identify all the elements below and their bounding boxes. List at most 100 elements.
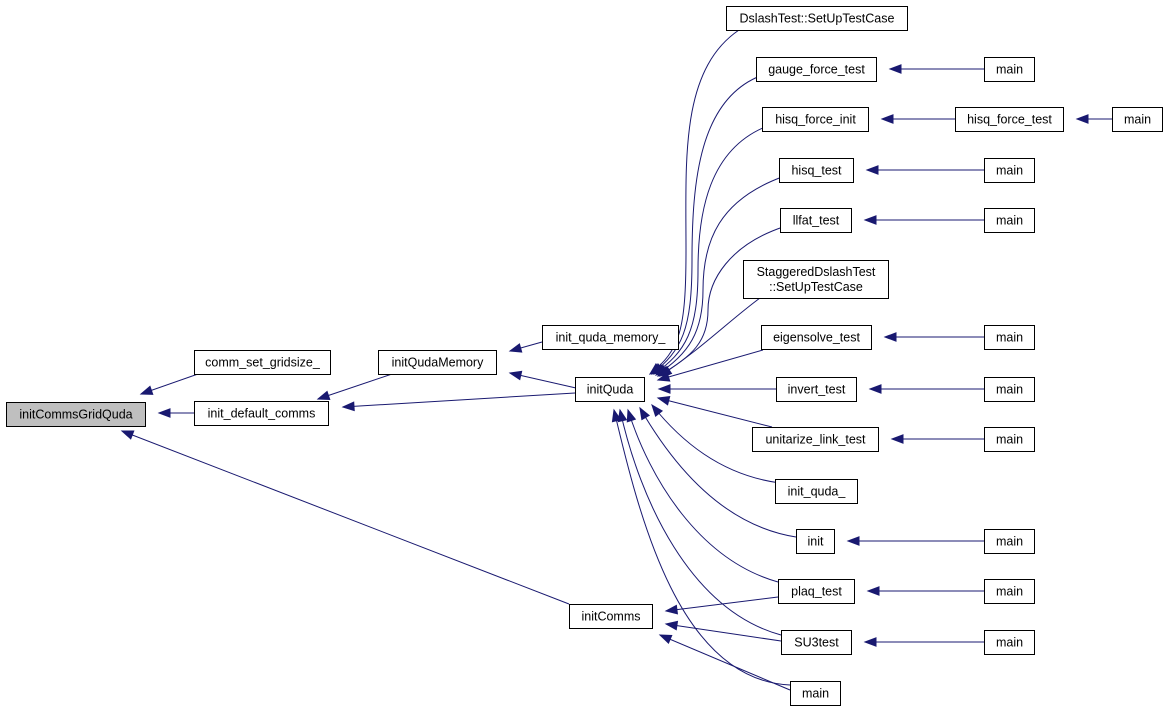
node-box[interactable] (6, 402, 146, 427)
edge-unitarize_link_test-to-initQuda (657, 397, 773, 428)
node-label: main (996, 535, 1023, 549)
node-hisq_test[interactable]: hisq_test (779, 158, 854, 183)
edge-initComms-to-initCommsGridQuda (121, 430, 570, 605)
arrowhead-initComms (664, 620, 679, 631)
node-box[interactable] (575, 377, 645, 402)
node-comm_set_gridsize_[interactable]: comm_set_gridsize_ (194, 350, 331, 375)
arrowhead-initQuda (657, 384, 671, 394)
node-box[interactable] (761, 325, 872, 350)
node-main_plaq[interactable]: main (984, 579, 1035, 604)
node-main_init[interactable]: main (984, 529, 1035, 554)
node-label: init (808, 535, 825, 549)
node-label: invert_test (788, 383, 846, 397)
node-box[interactable] (984, 158, 1035, 183)
node-gauge_force_test[interactable]: gauge_force_test (756, 57, 877, 82)
node-box[interactable] (781, 630, 852, 655)
node-label: unitarize_link_test (765, 433, 866, 447)
edge-init-to-initQuda (639, 407, 797, 538)
node-box[interactable] (984, 208, 1035, 233)
arrowhead-init_default_comms (341, 401, 355, 412)
node-box[interactable] (1112, 107, 1163, 132)
edge-hisq_force_init-to-initQuda (653, 126, 766, 375)
node-main_gauge[interactable]: main (984, 57, 1035, 82)
node-box[interactable] (726, 6, 908, 31)
node-plaq_test[interactable]: plaq_test (778, 579, 855, 604)
arrowhead-initQuda (611, 408, 622, 423)
node-box[interactable] (776, 377, 857, 402)
arrowhead-eigensolve_test (883, 332, 897, 342)
node-label: main (996, 433, 1023, 447)
node-box[interactable] (194, 350, 331, 375)
edge-initQuda-to-init_default_comms (342, 392, 576, 408)
node-box[interactable] (752, 427, 879, 452)
node-box[interactable] (984, 529, 1035, 554)
arrowhead-initQuda (639, 406, 651, 421)
node-box[interactable] (955, 107, 1064, 132)
node-main_llfat[interactable]: main (984, 208, 1035, 233)
arrowhead-gauge_force_test (888, 64, 902, 74)
node-box[interactable] (984, 579, 1035, 604)
node-unitarize_link_test[interactable]: unitarize_link_test (752, 427, 879, 452)
node-box[interactable] (542, 325, 679, 350)
arrowhead-hisq_force_init (880, 114, 894, 124)
node-llfat_test[interactable]: llfat_test (780, 208, 852, 233)
node-label: hisq_test (791, 164, 842, 178)
node-box[interactable] (762, 107, 869, 132)
node-box[interactable] (984, 427, 1035, 452)
node-StaggeredDslashTest[interactable]: StaggeredDslashTest::SetUpTestCase (743, 260, 889, 299)
node-box[interactable] (780, 208, 852, 233)
arrowhead-initComms (658, 634, 673, 645)
node-label: main (1124, 113, 1151, 127)
arrowhead-initCommsGridQuda (157, 408, 171, 418)
arrowhead-hisq_force_test (1075, 114, 1089, 124)
node-initQuda[interactable]: initQuda (575, 377, 645, 402)
node-main_hisq[interactable]: main (984, 158, 1035, 183)
node-label: initCommsGridQuda (19, 408, 132, 422)
node-box[interactable] (743, 260, 889, 299)
arrowhead-initQuda (656, 372, 671, 382)
node-box[interactable] (779, 158, 854, 183)
node-label: llfat_test (793, 214, 840, 228)
node-box[interactable] (756, 57, 877, 82)
node-hisq_force_test[interactable]: hisq_force_test (955, 107, 1064, 132)
node-box[interactable] (984, 325, 1035, 350)
node-initComms[interactable]: initComms (569, 604, 653, 629)
node-box[interactable] (984, 630, 1035, 655)
node-box[interactable] (775, 479, 858, 504)
node-initCommsGridQuda[interactable]: initCommsGridQuda (6, 402, 146, 427)
node-hisq_force_init[interactable]: hisq_force_init (762, 107, 869, 132)
node-eigensolve_test[interactable]: eigensolve_test (761, 325, 872, 350)
node-label: main (996, 636, 1023, 650)
node-init[interactable]: init (796, 529, 835, 554)
node-main_hisq_force[interactable]: main (1112, 107, 1163, 132)
arrowhead-initQudaMemory (508, 370, 523, 381)
node-main_invert[interactable]: main (984, 377, 1035, 402)
node-init_quda_memory_[interactable]: init_quda_memory_ (542, 325, 679, 350)
node-box[interactable] (790, 681, 841, 706)
node-SU3test[interactable]: SU3test (781, 630, 852, 655)
node-box[interactable] (569, 604, 653, 629)
node-label: plaq_test (791, 585, 842, 599)
node-invert_test[interactable]: invert_test (776, 377, 857, 402)
node-box[interactable] (796, 529, 835, 554)
node-label: main (996, 585, 1023, 599)
node-DslashTest_SetUpTestCase[interactable]: DslashTest::SetUpTestCase (726, 6, 908, 31)
node-main_bottom[interactable]: main (790, 681, 841, 706)
node-label: ::SetUpTestCase (769, 280, 863, 294)
node-label: init_quda_memory_ (556, 331, 667, 345)
node-box[interactable] (984, 377, 1035, 402)
node-box[interactable] (778, 579, 855, 604)
node-main_eigen[interactable]: main (984, 325, 1035, 350)
node-init_default_comms[interactable]: init_default_comms (194, 401, 329, 426)
node-init_quda_[interactable]: init_quda_ (775, 479, 858, 504)
node-box[interactable] (194, 401, 329, 426)
node-main_unitarize[interactable]: main (984, 427, 1035, 452)
node-box[interactable] (378, 350, 497, 375)
node-initQudaMemory[interactable]: initQudaMemory (378, 350, 497, 375)
edge-main_bottom-to-initComms (659, 634, 791, 691)
node-main_su3[interactable]: main (984, 630, 1035, 655)
arrowhead-plaq_test (866, 586, 880, 596)
node-box[interactable] (984, 57, 1035, 82)
arrowhead-init (846, 536, 860, 546)
